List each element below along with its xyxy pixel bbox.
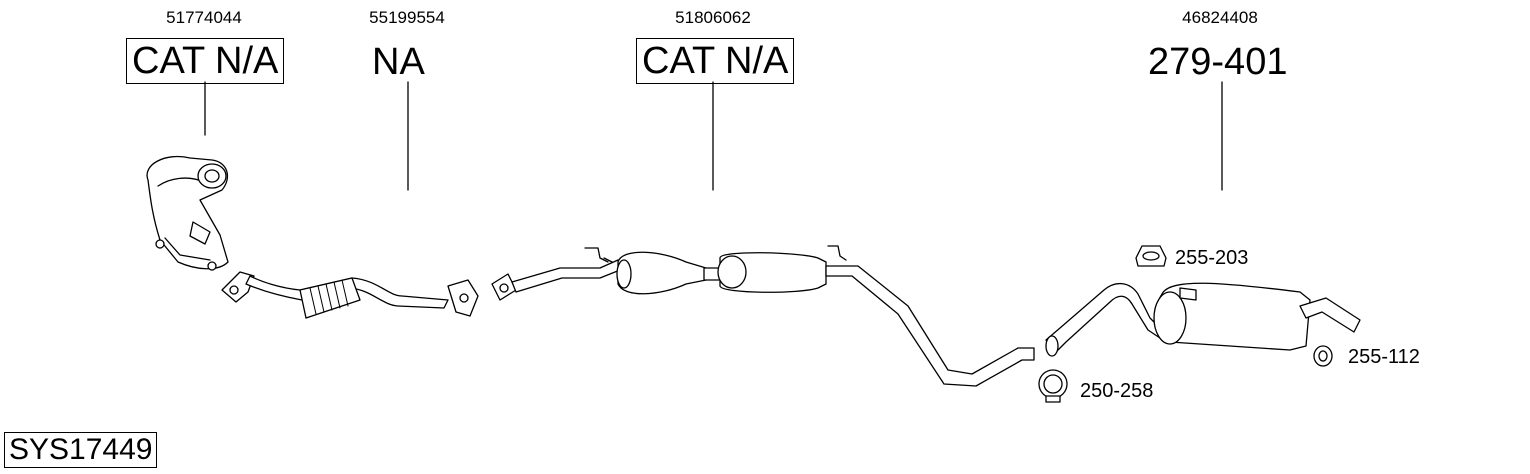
accessory-clamp-label[interactable]: 250-258 (1080, 380, 1154, 402)
front-pipe[interactable] (221, 271, 479, 319)
part-4-oe-number: 46824408 (1182, 8, 1258, 27)
rubber-hanger-icon (1135, 245, 1167, 267)
leader-lines (204, 81, 1223, 191)
part-3-reference[interactable]: CAT N/A (636, 38, 795, 84)
accessory-ring-label[interactable]: 255-112 (1348, 346, 1420, 368)
rear-silencer[interactable] (1045, 282, 1361, 357)
part-2-reference[interactable]: NA (372, 41, 425, 83)
part-2-oe-number: 55199554 (369, 8, 445, 27)
intermediate-pipe-catalyst[interactable] (491, 245, 1035, 387)
part-1-reference[interactable]: CAT N/A (126, 38, 285, 84)
part-3-oe-number: 51806062 (675, 8, 751, 27)
part-4-reference[interactable]: 279-401 (1148, 41, 1288, 83)
pipe-clamp-icon (1038, 369, 1068, 403)
manifold-catalyst[interactable] (146, 155, 229, 271)
accessory-hanger-label[interactable]: 255-203 (1175, 247, 1249, 269)
system-code: SYS17449 (4, 432, 158, 468)
part-1-oe-number: 51774044 (166, 8, 242, 27)
rubber-ring-icon (1313, 345, 1333, 367)
